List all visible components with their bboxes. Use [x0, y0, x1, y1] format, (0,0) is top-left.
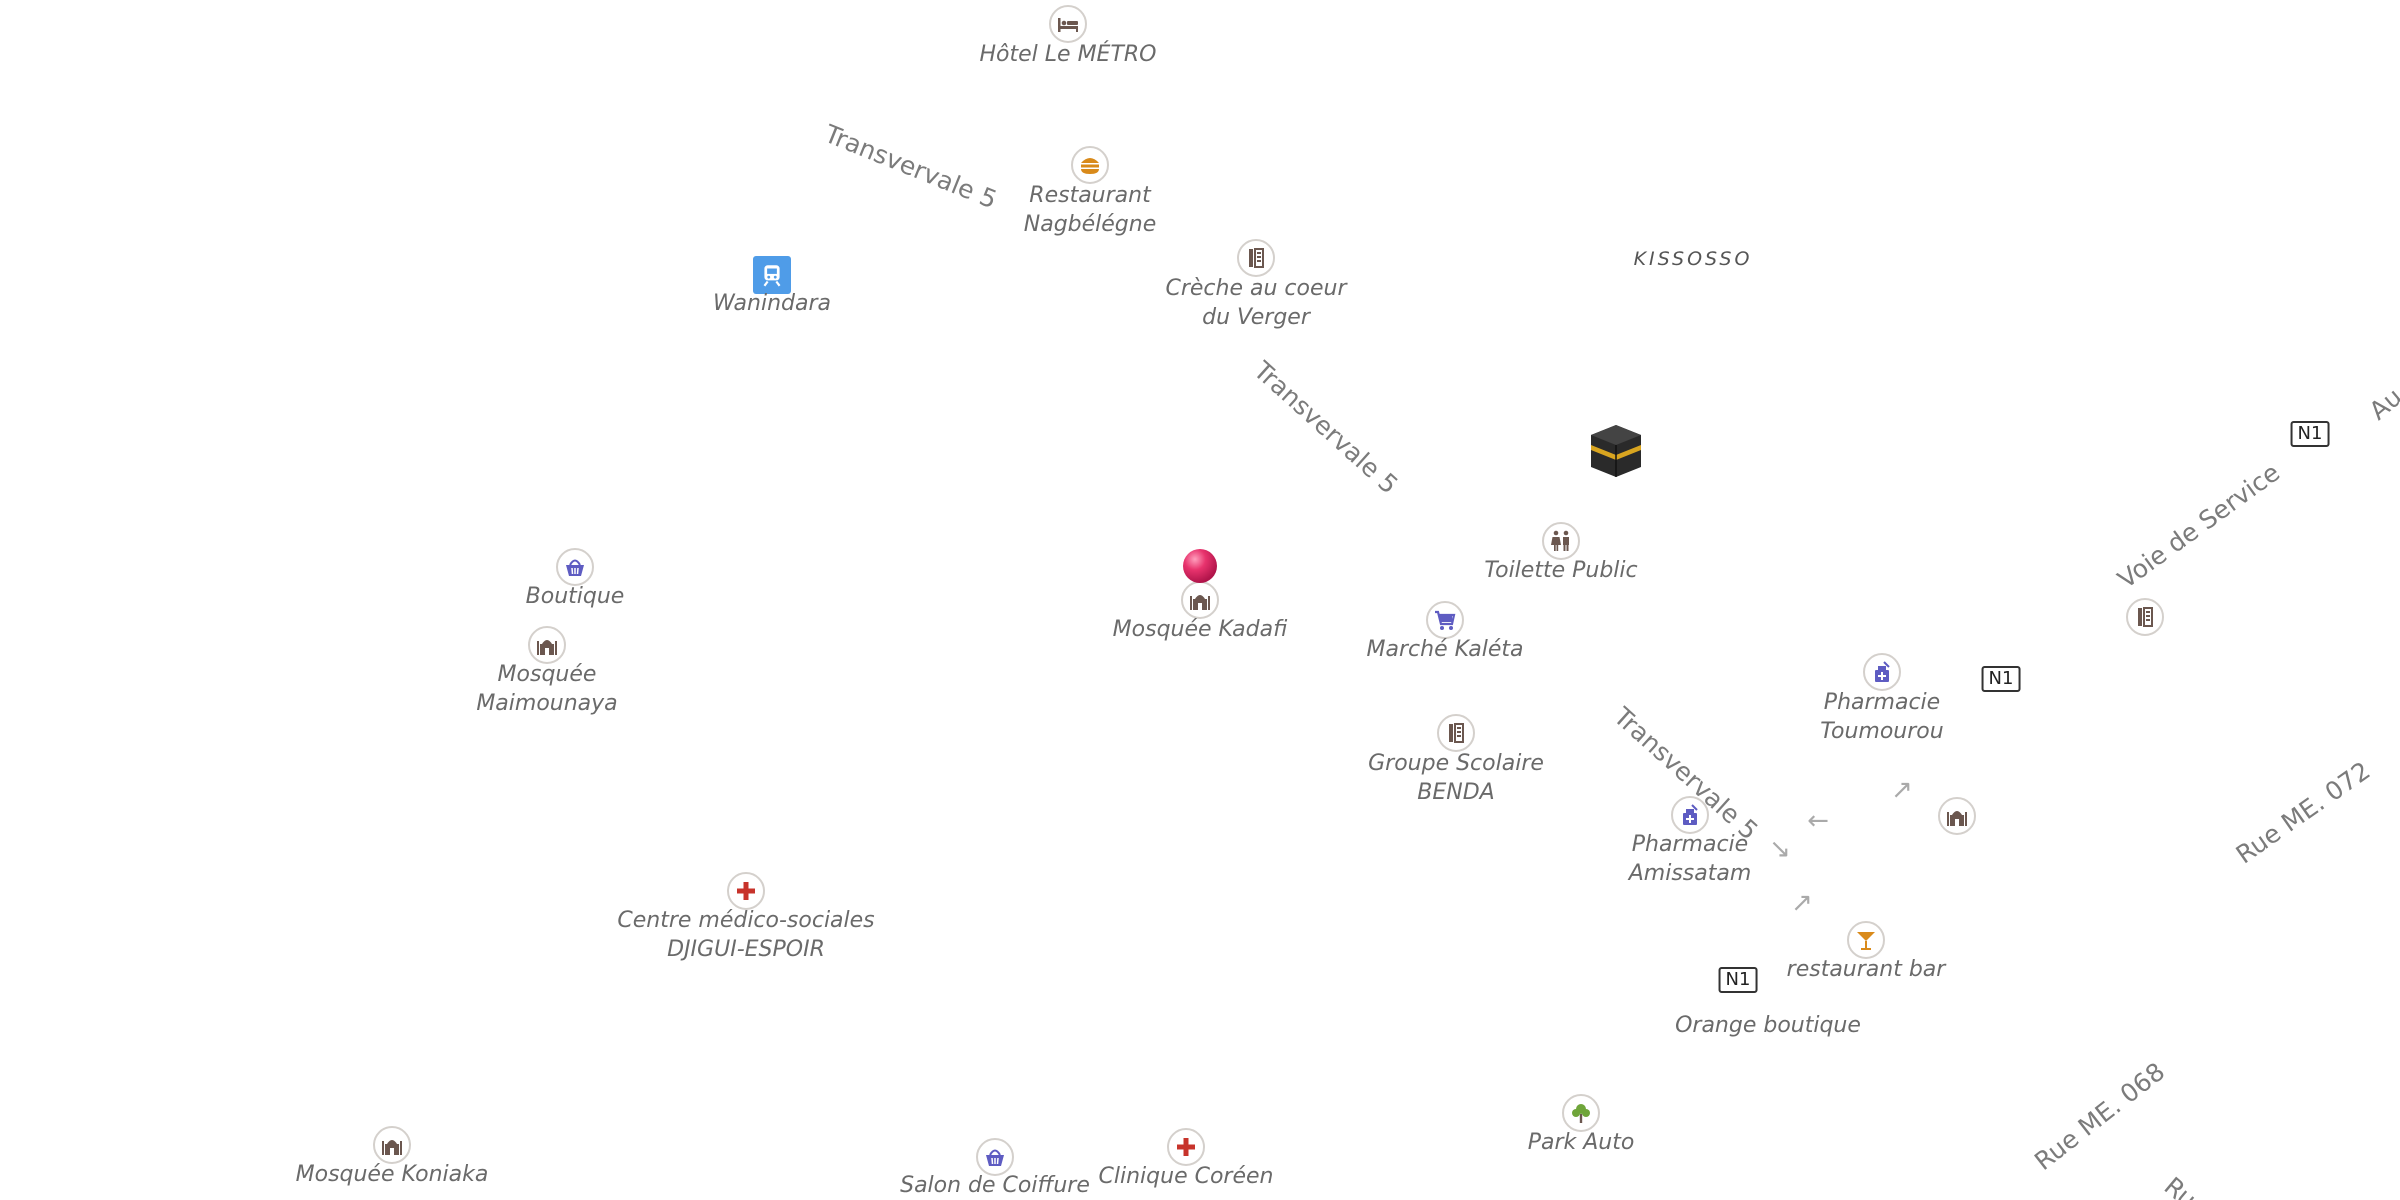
kaaba-icon[interactable]: [1587, 421, 1645, 479]
mosque-icon[interactable]: [528, 626, 566, 664]
pharmacy-icon[interactable]: [1671, 796, 1709, 834]
poi-label-pharmacie-amissatam[interactable]: Pharmacie Amissatam: [1629, 830, 1752, 888]
basket-icon[interactable]: [556, 548, 594, 586]
poi-label-groupe-scolaire-benda[interactable]: Groupe Scolaire BENDA: [1368, 749, 1544, 807]
poi-label-line: Restaurant: [1029, 183, 1151, 208]
road-shield-n1: N1: [1981, 666, 2021, 692]
poi-label-restaurant-nagbelegne[interactable]: Restaurant Nagbélégne: [1024, 181, 1157, 239]
tree-icon[interactable]: [1562, 1094, 1600, 1132]
street-label-au-partial: Au: [2363, 382, 2400, 426]
poi-label-line: Groupe Scolaire: [1368, 751, 1544, 776]
poi-label-centre-medico-sociales[interactable]: Centre médico-sociales DJIGUI-ESPOIR: [617, 906, 874, 964]
mosque-icon[interactable]: [1181, 581, 1219, 619]
poi-label-wanindara[interactable]: Wanindara: [712, 291, 832, 316]
street-label-rue-me-072: Rue ME. 072: [2230, 755, 2376, 870]
basket-icon[interactable]: [976, 1138, 1014, 1176]
poi-label-line: Toumourou: [1820, 719, 1944, 744]
medical-cross-icon[interactable]: [1167, 1128, 1205, 1166]
poi-label-mosquee-kadafi[interactable]: Mosquée Kadafi: [1112, 617, 1288, 642]
poi-label-creche-au-coeur-du-verger[interactable]: Crèche au coeur du Verger: [1165, 274, 1346, 332]
pharmacy-icon[interactable]: [1863, 653, 1901, 691]
poi-label-hotel-le-metro[interactable]: Hôtel Le MÉTRO: [979, 42, 1157, 67]
selected-location-pin-icon[interactable]: [1182, 548, 1218, 584]
school-icon[interactable]: [1437, 714, 1475, 752]
poi-label-park-auto[interactable]: Park Auto: [1527, 1130, 1635, 1155]
poi-label-clinique-coreen[interactable]: Clinique Coréen: [1098, 1164, 1274, 1189]
poi-label-line: Nagbélégne: [1023, 212, 1157, 237]
poi-label-line: Centre médico-sociales: [617, 908, 875, 933]
burger-icon[interactable]: [1071, 146, 1109, 184]
street-label-transvervale-5: Transvervale 5: [1248, 355, 1404, 500]
poi-label-restaurant-bar[interactable]: restaurant bar: [1786, 957, 1946, 982]
poi-label-marche-kaleta[interactable]: Marché Kaléta: [1366, 637, 1524, 662]
poi-label-mosquee-koniaka[interactable]: Mosquée Koniaka: [295, 1162, 489, 1187]
poi-label-line: DJIGUI-ESPOIR: [667, 937, 825, 962]
district-label-kissosso: KISSOSSO: [1633, 248, 1753, 270]
street-label-rue-me-068: Rue ME. 068: [2029, 1056, 2171, 1176]
school-icon[interactable]: [1237, 239, 1275, 277]
poi-label-line: Pharmacie: [1631, 832, 1749, 857]
poi-label-pharmacie-toumourou[interactable]: Pharmacie Toumourou: [1820, 688, 1943, 746]
street-label-transvervale-5: Transvervale 5: [820, 119, 1001, 215]
oneway-arrow-icon: ↘: [1769, 834, 1791, 864]
poi-label-line: Mosquée: [497, 662, 597, 687]
road-shield-n1: N1: [2290, 421, 2330, 447]
mosque-icon[interactable]: [1938, 797, 1976, 835]
mosque-icon[interactable]: [373, 1126, 411, 1164]
oneway-arrow-icon: ↗: [1891, 775, 1913, 805]
poi-label-mosquee-maimounaya[interactable]: Mosquée Maimounaya: [476, 660, 617, 718]
train-icon[interactable]: [753, 256, 791, 294]
poi-label-line: Crèche au coeur: [1165, 276, 1347, 301]
poi-label-salon-de-coiffure[interactable]: Salon de Coiffure: [900, 1173, 1090, 1198]
poi-label-orange-boutique[interactable]: Orange boutique: [1675, 1013, 1861, 1038]
street-label-voie-de-service: Voie de Service: [2112, 457, 2286, 595]
poi-label-line: Pharmacie: [1823, 690, 1941, 715]
toilets-icon[interactable]: [1542, 522, 1580, 560]
poi-label-boutique[interactable]: Boutique: [525, 584, 625, 609]
medical-cross-icon[interactable]: [727, 872, 765, 910]
poi-label-line: Maimounaya: [476, 691, 618, 716]
cart-icon[interactable]: [1426, 601, 1464, 639]
poi-label-toilette-public[interactable]: Toilette Public: [1484, 558, 1638, 583]
road-shield-n1: N1: [1718, 967, 1758, 993]
poi-label-line: BENDA: [1417, 780, 1495, 805]
poi-label-line: du Verger: [1202, 305, 1310, 330]
bed-icon[interactable]: [1049, 5, 1087, 43]
cocktail-icon[interactable]: [1847, 921, 1885, 959]
poi-label-line: Amissatam: [1628, 861, 1752, 886]
oneway-arrow-icon: ←: [1807, 806, 1829, 836]
school-icon[interactable]: [2126, 598, 2164, 636]
street-label-rue-partial: Rue: [2158, 1171, 2214, 1200]
oneway-arrow-icon: ↗: [1791, 888, 1813, 918]
